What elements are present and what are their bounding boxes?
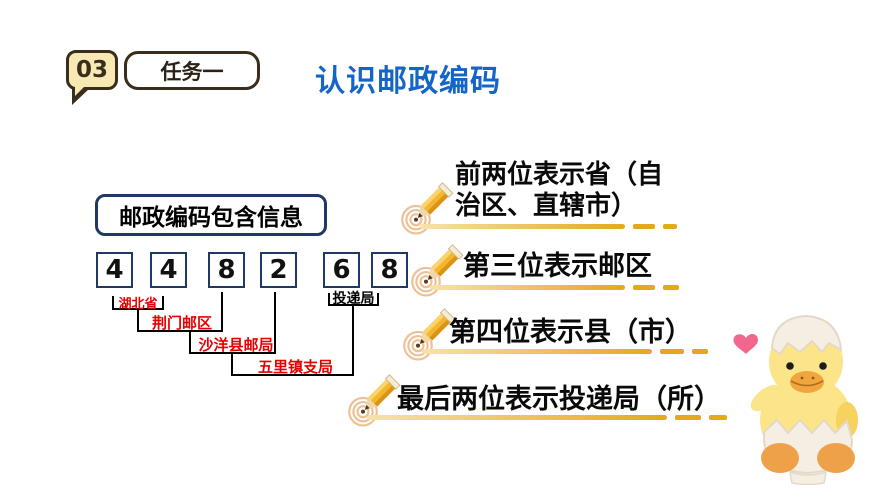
label-postal-district: 荆门邮区 [151,314,212,332]
postal-digit-3: 8 [208,252,245,288]
postal-digit-1: 4 [96,252,133,288]
bracket-line [112,308,164,310]
speech-bubble-tail-fill [75,85,86,96]
bracket-line [231,374,354,376]
bracket-line [328,293,330,305]
pencil-target-icon [403,308,456,361]
label-county-office: 沙洋县邮局 [198,336,274,354]
heart-icon [733,334,758,354]
task-label-box: 任务一 [124,51,260,90]
gold-underline [422,349,708,354]
section-number-badge: 03 [66,50,118,90]
label-town-branch: 五里镇支局 [257,358,333,376]
postal-digit-6: 8 [371,252,408,288]
postal-digit-5: 6 [323,252,360,288]
label-province: 湖北省 [118,297,158,312]
gold-underline [367,415,727,420]
postal-digit-2: 4 [150,252,187,288]
pencil-target-icon [401,182,454,235]
bracket-line [137,330,223,332]
bullet-text-3: 第四位表示县（市） [449,317,692,348]
bracket-line [162,296,164,309]
bracket-line [328,304,379,306]
gold-underline [420,224,677,229]
bracket-line [189,352,276,354]
bracket-line [231,354,233,375]
chick-illustration [733,314,858,485]
info-box: 邮政编码包含信息 [95,194,327,236]
bracket-line [352,306,354,375]
bullet-text-2: 第三位表示邮区 [463,251,652,282]
gold-underline [430,285,679,290]
label-delivery-office: 投递局 [332,291,375,307]
postal-digit-4: 2 [260,252,297,288]
bracket-line [221,292,223,332]
bracket-line [112,296,114,309]
pencil-target-icon [348,374,401,427]
bracket-line [274,292,276,354]
bracket-line [137,310,139,331]
bracket-line [189,332,191,353]
speech-bubble-tail [72,88,90,105]
bracket-line [377,293,379,305]
slide-title: 认识邮政编码 [315,64,501,99]
bullet-text-4: 最后两位表示投递局（所） [397,384,721,415]
pencil-target-icon [411,244,464,297]
bullet-text-1: 前两位表示省（自治区、直辖市） [455,160,664,221]
